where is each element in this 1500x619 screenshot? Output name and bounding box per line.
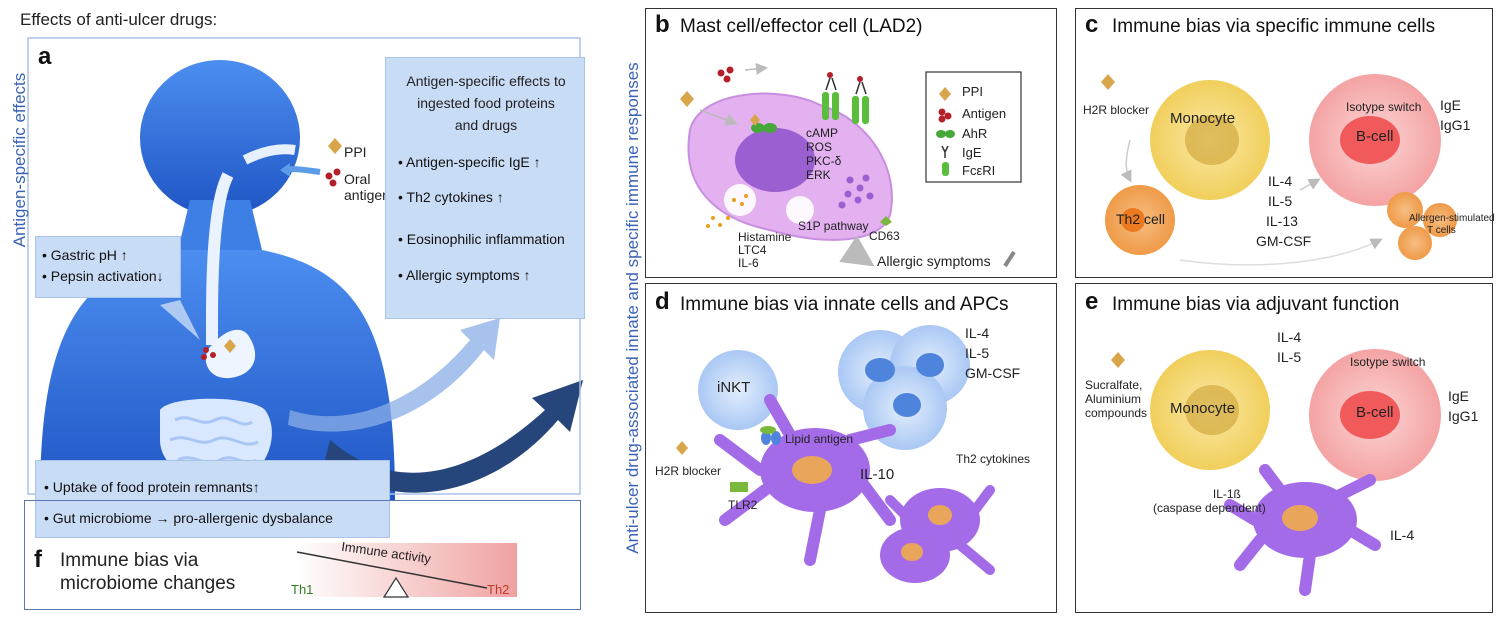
legend-box [925, 71, 1022, 183]
mast-cell-nucleus [735, 128, 815, 192]
panel-c-title: Immune bias via specific immune cells [1112, 16, 1436, 37]
panel-c [1075, 8, 1493, 278]
signal-erk: ERK [806, 168, 831, 182]
panel-f-title-1: Immune bias via [60, 550, 199, 571]
panel-e-letter: e [1085, 288, 1099, 315]
ingest-arrow [284, 166, 321, 175]
gastric-bullet-1: • Gastric pH ↑ [42, 247, 128, 263]
e-cyt-il4: IL-4 [1277, 329, 1302, 345]
balance-fulcrum-icon [382, 576, 410, 598]
s1p-label: S1P pathway [798, 219, 869, 233]
oral-label: Oral [344, 171, 371, 187]
antigen-box-title: Antigen-specific effects to ingested foo… [406, 73, 566, 133]
cd63-label: CD63 [869, 229, 900, 243]
side-label-middle: Anti-ulcer drug-associated innate and sp… [623, 62, 642, 554]
side-label-left: Antigen-specific effects [10, 72, 29, 248]
panel-a-letter: a [38, 43, 52, 70]
d-cyt-il5: IL-5 [965, 345, 990, 361]
antigen-specific-box: Antigen-specific effects to ingested foo… [385, 57, 585, 319]
e-il1b-label: IL-1ß (caspase dependent) [1153, 487, 1266, 515]
c-h2r-label: H2R blocker [1083, 103, 1150, 117]
e-monocyte-label: Monocyte [1170, 400, 1236, 417]
legend-fceri: FcεRI [962, 163, 996, 178]
d-il10-label: IL-10 [860, 466, 895, 483]
ppi-diamond-icon [328, 138, 342, 154]
c-cyt-il5: IL-5 [1268, 193, 1293, 209]
e-igg1-label: IgG1 [1448, 408, 1479, 424]
panel-d-title: Immune bias via innate cells and APCs [680, 294, 1009, 315]
panel-f [24, 500, 581, 610]
c-igg1-label: IgG1 [1440, 117, 1471, 133]
d-inkt-label: iNKT [717, 379, 751, 396]
gut-bullet-2: • Gut microbiome → pro-allergenic dysbal… [44, 510, 333, 526]
immune-response-arrow [325, 380, 583, 493]
signal-ros: ROS [806, 140, 833, 154]
antigens-label: antigens [344, 187, 397, 203]
legend-ahr: AhR [962, 126, 988, 141]
allergic-symptoms-label: Allergic symptoms [877, 253, 991, 269]
mediator-ltc4: LTC4 [738, 243, 767, 257]
d-th2cyt-label: Th2 cytokines [956, 452, 1031, 466]
e-il4-label: IL-4 [1390, 527, 1415, 543]
gut-effects-box: • Uptake of food protein remnants↑ • Gut… [35, 460, 390, 538]
e-bcell-label: B-cell [1356, 404, 1394, 421]
immune-scale-gradient [295, 543, 517, 597]
gastric-effects-box: • Gastric pH ↑ • Pepsin activation↓ [35, 236, 181, 298]
panel-f-letter: f [34, 546, 42, 573]
panel-e-title: Immune bias via adjuvant function [1112, 294, 1400, 315]
e-isotype-label: Isotype switch [1350, 355, 1426, 369]
page-title: Effects of anti-ulcer drugs: [20, 10, 218, 29]
c-th2cell-label: Th2 cell [1116, 211, 1166, 227]
antigen-effects-arrow [288, 318, 500, 432]
signal-camp: cAMP [806, 126, 839, 140]
panel-d-letter: d [655, 288, 670, 315]
c-cyt-il4: IL-4 [1268, 173, 1293, 189]
e-ige-label: IgE [1448, 388, 1470, 404]
mediator-il6: IL-6 [738, 256, 759, 270]
panel-d [645, 283, 1057, 613]
panel-e [1075, 283, 1493, 613]
c-ige-label: IgE [1440, 97, 1462, 113]
d-h2r-label: H2R blocker [655, 464, 722, 478]
c-cyt-gmcsf: GM-CSF [1256, 233, 1312, 249]
c-bcell-label: B-cell [1356, 128, 1394, 145]
th2-label: Th2 [487, 582, 510, 597]
c-isotype-label: Isotype switch [1346, 100, 1422, 114]
ppi-label: PPI [344, 144, 367, 160]
antigen-icon [325, 172, 333, 180]
d-lipid-label: Lipid antigen [785, 432, 854, 446]
mediator-histamine: Histamine [738, 230, 792, 244]
panel-c-letter: c [1085, 11, 1099, 38]
legend-ppi: PPI [962, 84, 983, 99]
gut-bullet-1: • Uptake of food protein remnants↑ [44, 479, 260, 495]
gastric-bullet-2: • Pepsin activation↓ [42, 268, 164, 284]
c-cyt-il13: IL-13 [1266, 213, 1298, 229]
antigen-bullet-2: • Th2 cytokines ↑ [398, 189, 504, 205]
antigen-bullet-1: • Antigen-specific IgE ↑ [398, 154, 541, 170]
legend-ige: IgE [962, 145, 982, 160]
d-tlr2-label: TLR2 [728, 498, 758, 512]
panel-b [645, 8, 1057, 278]
e-sucralfate-label: Sucralfate, Aluminium compounds [1085, 378, 1148, 420]
d-cyt-il4: IL-4 [965, 325, 990, 341]
c-monocyte-label: Monocyte [1170, 110, 1236, 127]
e-cyt-il5: IL-5 [1277, 349, 1302, 365]
inkt-cell [698, 350, 778, 430]
antigen-bullet-4: • Allergic symptoms ↑ [398, 267, 531, 283]
panel-b-letter: b [655, 11, 670, 38]
antigen-bullet-3: • Eosinophilic inflammation [398, 231, 565, 247]
signal-pkc: PKC-δ [806, 154, 842, 168]
panel-b-title: Mast cell/effector cell (LAD2) [680, 16, 923, 37]
legend-antigen: Antigen [962, 106, 1007, 121]
th1-label: Th1 [291, 582, 314, 597]
c-allergen-t-label: Allergen-stimulated T cells [1409, 213, 1495, 236]
d-cyt-gmcsf: GM-CSF [965, 365, 1021, 381]
panel-f-title-2: microbiome changes [60, 573, 236, 594]
